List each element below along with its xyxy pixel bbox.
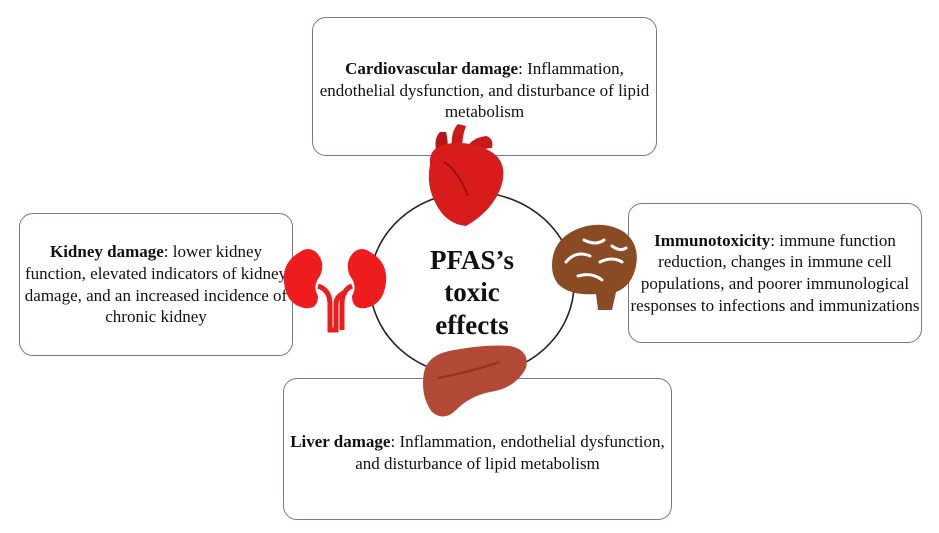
liver-title: Liver damage [290,432,391,451]
kidneys-icon [283,249,387,333]
liver-desc: : Inflammation, endothelial dysfunction,… [355,432,665,473]
liver-icon [423,345,527,417]
center-line-2: toxic [444,277,500,308]
center-line-3: effects [435,309,509,340]
cardiovascular-desc: : Inflammation, endothelial dysfunction,… [319,59,650,122]
cardiovascular-box: Cardiovascular damage: Inflammation, end… [312,17,657,156]
kidney-text: Kidney damage: lower kidney function, el… [20,241,292,327]
immunotoxicity-title: Immunotoxicity [654,230,771,250]
cardiovascular-title: Cardiovascular damage [345,59,519,78]
liver-box: Liver damage: Inflammation, endothelial … [283,378,672,520]
kidney-box: Kidney damage: lower kidney function, el… [19,213,293,356]
center-line-1: PFAS’s [430,245,514,275]
immunotoxicity-desc: : immune function reduction, changes in … [630,230,920,315]
kidney-desc: : lower kidney function, elevated indica… [24,242,288,327]
immunotoxicity-text: Immunotoxicity: immune function reductio… [629,230,921,316]
heart-icon [428,124,504,226]
liver-text: Liver damage: Inflammation, endothelial … [284,431,671,474]
brain-icon [552,224,637,310]
cardiovascular-text: Cardiovascular damage: Inflammation, end… [313,58,656,123]
center-title: PFAS’s toxic effects [400,244,544,341]
kidney-title: Kidney damage [49,242,164,262]
immunotoxicity-box: Immunotoxicity: immune function reductio… [628,203,922,343]
